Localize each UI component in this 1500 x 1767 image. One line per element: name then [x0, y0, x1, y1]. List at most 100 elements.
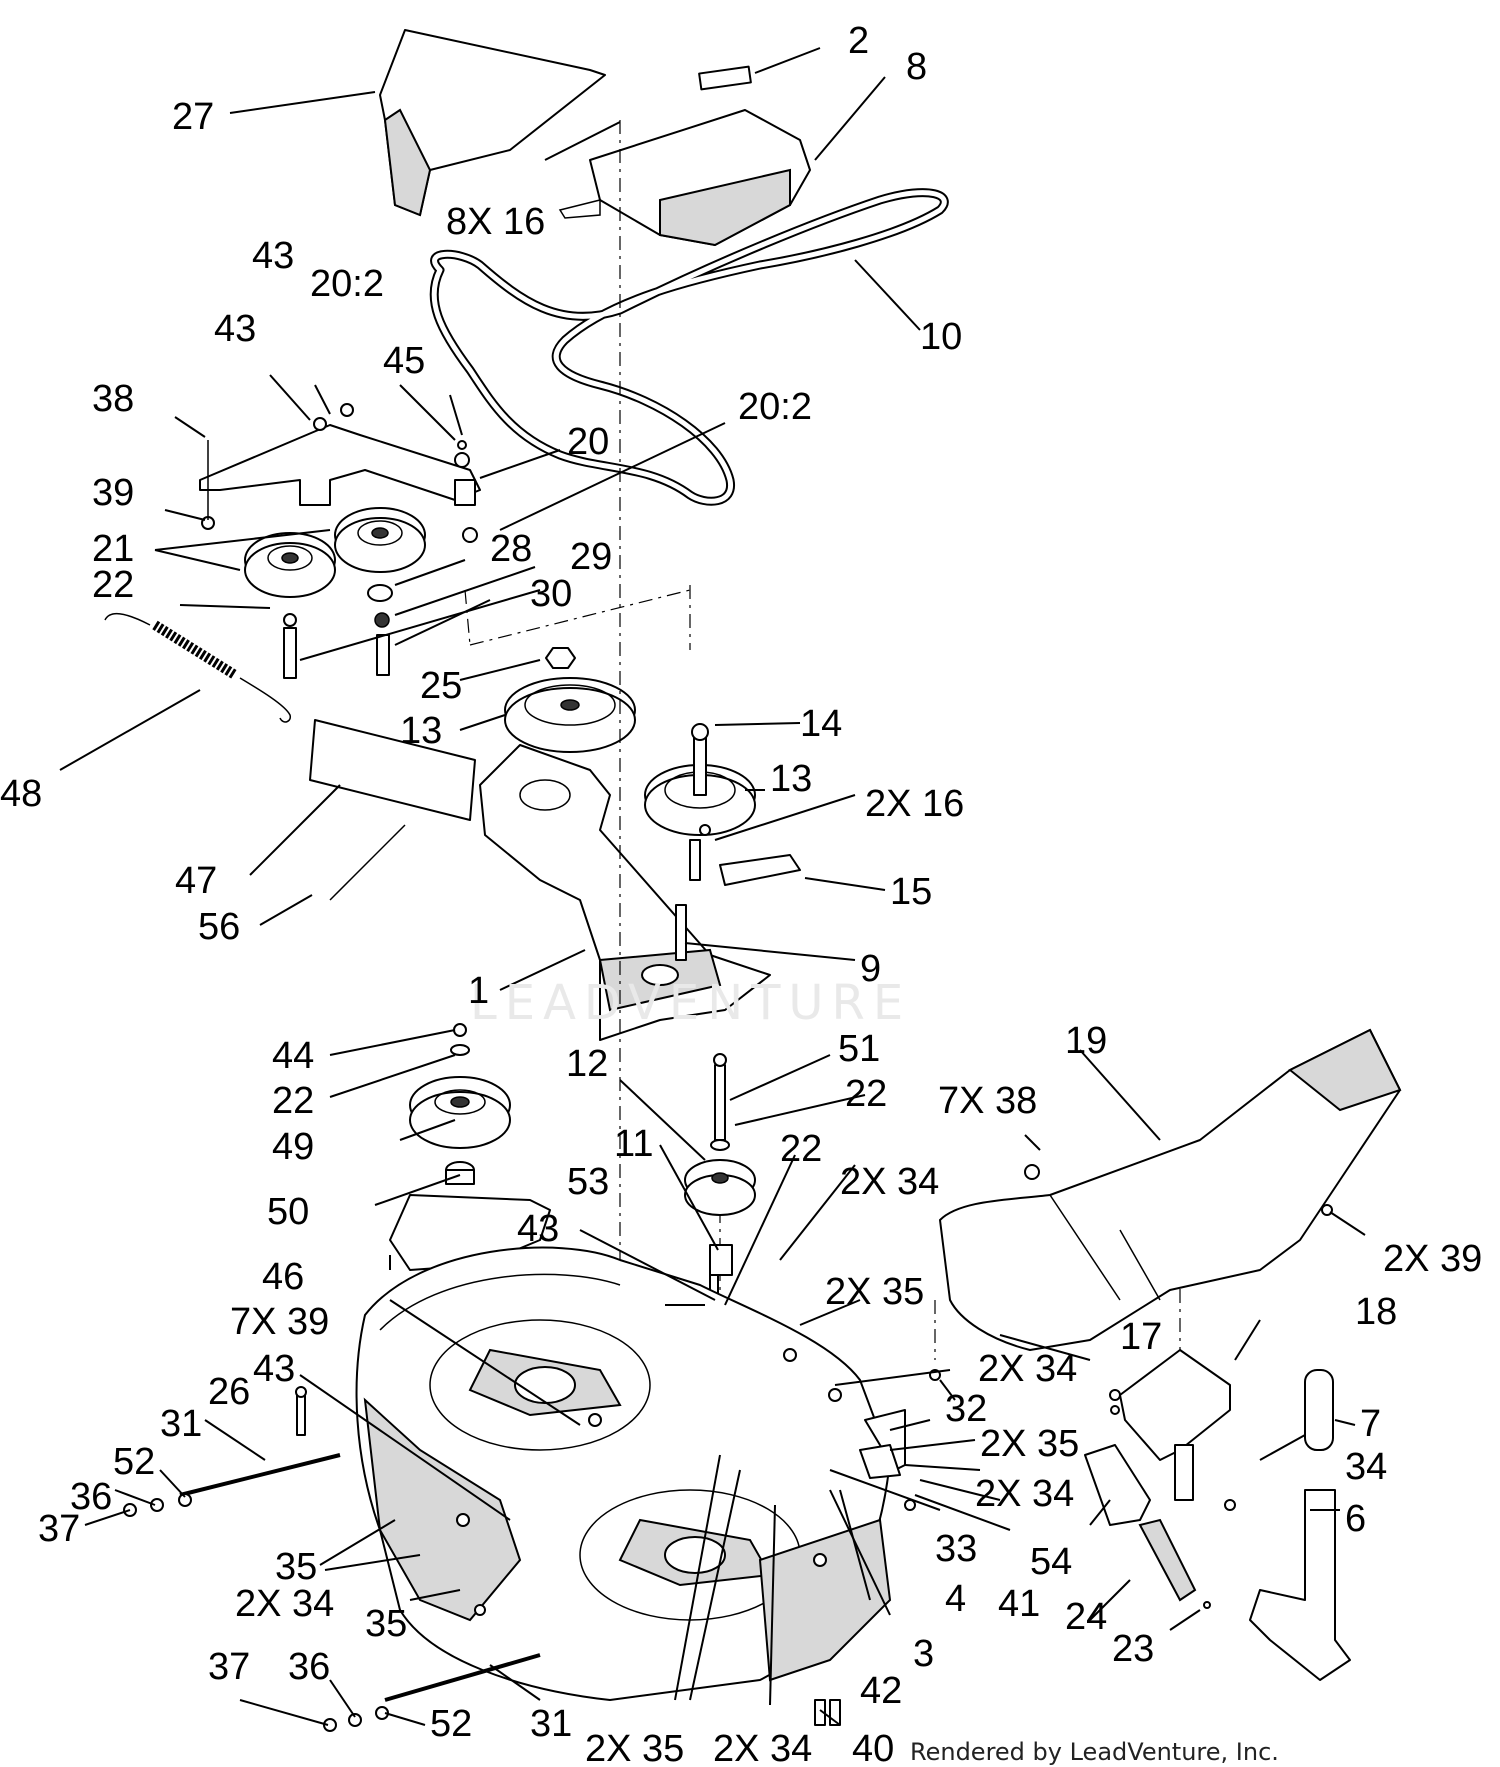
callout-50: 50 [267, 1191, 310, 1233]
part-20-idler-arm [199, 424, 481, 506]
callout-2x34: 2X 34 [235, 1583, 335, 1625]
callout-20-2: 20:2 [738, 386, 812, 428]
callout-2x39: 2X 39 [1383, 1238, 1483, 1280]
part-16-bolt [689, 839, 701, 881]
part-15-clip [719, 854, 801, 886]
part-48-spring [104, 613, 292, 723]
callout-2x34: 2X 34 [975, 1473, 1075, 1515]
callout-2x34: 2X 34 [713, 1728, 813, 1767]
callout-22: 22 [272, 1080, 315, 1122]
callout-43: 43 [214, 308, 257, 350]
callout-23: 23 [1112, 1628, 1155, 1670]
callout-31: 31 [160, 1403, 203, 1445]
part-56-rod [329, 824, 406, 901]
callout-21: 21 [92, 528, 135, 570]
callout-13: 13 [770, 758, 813, 800]
callout-7: 7 [1360, 1403, 1382, 1445]
callout-4: 4 [945, 1578, 967, 1620]
callout-30: 30 [530, 573, 573, 615]
callout-7x39: 7X 39 [230, 1301, 330, 1343]
part-18-plate [1119, 1349, 1231, 1461]
callout-1: 1 [468, 970, 490, 1012]
callout-34: 34 [1345, 1446, 1388, 1488]
part-18-hinge [1174, 1444, 1194, 1501]
callout-9: 9 [860, 948, 882, 990]
callout-17: 17 [1120, 1316, 1163, 1358]
callout-45: 45 [383, 340, 426, 382]
part-21-idler-pulley-left [244, 532, 336, 598]
part-13-pulley-right [644, 723, 756, 836]
part-27-belt-cover [379, 29, 606, 217]
render-credit: Rendered by LeadVenture, Inc. [910, 1738, 1279, 1766]
callout-49: 49 [272, 1126, 315, 1168]
callout-2x34: 2X 34 [840, 1161, 940, 1203]
mower-deck [355, 1246, 892, 1701]
callout-41: 41 [998, 1583, 1041, 1625]
callout-47: 47 [175, 860, 218, 902]
callout-56: 56 [198, 906, 241, 948]
callout-31: 31 [530, 1703, 573, 1745]
callout-39: 39 [92, 472, 135, 514]
callout-35: 35 [275, 1546, 318, 1588]
callout-19: 19 [1065, 1020, 1108, 1062]
callout-37: 37 [208, 1646, 251, 1688]
callout-54: 54 [1030, 1541, 1073, 1583]
callout-18: 18 [1355, 1291, 1398, 1333]
callout-28: 28 [490, 528, 533, 570]
callout-2x35: 2X 35 [980, 1423, 1080, 1465]
callout-51: 51 [838, 1028, 881, 1070]
callout-2x16: 2X 16 [865, 783, 965, 825]
part-13-pulley-left [504, 677, 636, 753]
callout-2x35: 2X 35 [825, 1271, 925, 1313]
part-8-belt-cover [558, 109, 811, 247]
callout-43: 43 [517, 1208, 560, 1250]
rod-fasteners [123, 1386, 389, 1732]
callout-2x35: 2X 35 [585, 1728, 685, 1767]
callout-12: 12 [566, 1043, 609, 1085]
callout-43: 43 [252, 235, 295, 277]
hardware-upper-left [201, 403, 576, 679]
part-24-plate [1138, 1518, 1197, 1602]
callout-40: 40 [852, 1728, 895, 1767]
callout-33: 33 [935, 1528, 978, 1570]
callout-42: 42 [860, 1670, 903, 1712]
callout-25: 25 [420, 665, 463, 707]
part-6-handle [1249, 1489, 1351, 1681]
callout-52: 52 [113, 1441, 156, 1483]
deck-spindle-left [429, 1319, 651, 1451]
callout-27: 27 [172, 96, 215, 138]
part-12-spindle-pulley [684, 1053, 756, 1316]
part-31-rod-lower [384, 1653, 541, 1702]
callout-53: 53 [567, 1161, 610, 1203]
callout-13: 13 [400, 710, 443, 752]
callout-44: 44 [272, 1035, 315, 1077]
callout-2x34: 2X 34 [978, 1348, 1078, 1390]
callout-3: 3 [913, 1633, 935, 1675]
callout-36: 36 [70, 1476, 113, 1518]
callout-22: 22 [845, 1073, 888, 1115]
callout-14: 14 [800, 703, 843, 745]
callout-37: 37 [38, 1508, 81, 1550]
misc-hardware-right [456, 1348, 1236, 1726]
callout-22: 22 [780, 1128, 823, 1170]
part-1-deck-bracket [479, 744, 771, 1041]
callout-48: 48 [0, 773, 43, 815]
leader-lines [59, 47, 1366, 1726]
callout-43: 43 [253, 1348, 296, 1390]
callout-11: 11 [614, 1123, 654, 1165]
callout-38: 38 [92, 378, 135, 420]
callout-24: 24 [1065, 1596, 1108, 1638]
callout-46: 46 [262, 1256, 305, 1298]
callout-2: 2 [848, 20, 870, 62]
part-21-idler-pulley-right [334, 507, 426, 573]
callout-52: 52 [430, 1703, 473, 1745]
callout-8: 8 [906, 46, 928, 88]
callout-35: 35 [365, 1603, 408, 1645]
callout-15: 15 [890, 871, 933, 913]
callout-20: 20 [567, 421, 610, 463]
callout-6: 6 [1345, 1498, 1367, 1540]
part-31-rod-upper [179, 1453, 341, 1497]
callout-10: 10 [920, 316, 963, 358]
